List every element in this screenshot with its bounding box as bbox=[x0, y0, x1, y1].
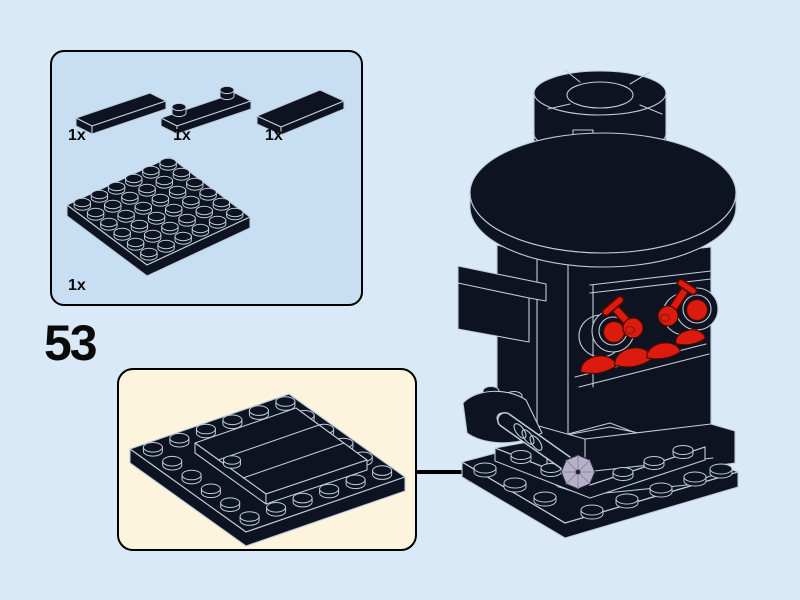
step-number: 53 bbox=[44, 315, 98, 371]
red-mouth-arcs bbox=[580, 329, 706, 375]
subassembly-illustration bbox=[129, 393, 406, 547]
part-count-label: 1x bbox=[68, 277, 86, 294]
part-black-tile-1x4 bbox=[75, 92, 167, 135]
part-count-label: 1x bbox=[173, 127, 191, 144]
part-count-label: 1x bbox=[265, 127, 283, 144]
subassembly-callout bbox=[117, 368, 417, 551]
side-panel bbox=[457, 265, 547, 343]
subassembly-base-plate bbox=[129, 393, 406, 547]
part-black-tile-2x4 bbox=[256, 89, 345, 136]
umbrella-tip bbox=[560, 454, 596, 490]
base-plate-edges bbox=[461, 445, 739, 539]
part-black-plate-6x6 bbox=[66, 156, 251, 277]
hat-brim bbox=[469, 132, 737, 268]
parts-illustration bbox=[66, 85, 345, 277]
part-count-label: 1x bbox=[68, 127, 86, 144]
model-preview bbox=[457, 69, 739, 539]
red-tap-right bbox=[657, 278, 698, 327]
parts-callout: 1x 1x 1x 1x bbox=[50, 50, 363, 306]
part-black-plate-1x4-2-studs bbox=[160, 85, 252, 135]
right-eye bbox=[675, 287, 719, 331]
red-tap-left bbox=[601, 295, 644, 339]
umbrella bbox=[496, 412, 596, 490]
face-details bbox=[578, 278, 719, 375]
